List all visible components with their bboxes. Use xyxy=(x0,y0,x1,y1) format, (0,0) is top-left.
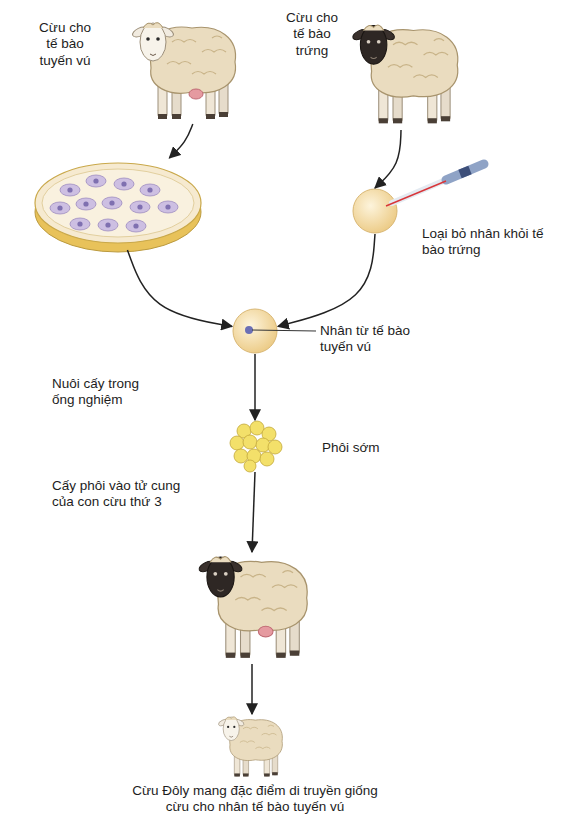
flow-arrow xyxy=(278,234,375,326)
node-label: Cừu cho tế bào tuyến vú xyxy=(34,20,96,69)
flow-arrow xyxy=(375,130,401,188)
blastomere xyxy=(268,440,282,454)
node-label: Nhân từ tế bào tuyến vú xyxy=(320,323,430,356)
mammary-cell xyxy=(140,184,160,196)
sheep-head xyxy=(218,717,245,741)
reconstructed-egg-node: Nhân từ tế bào tuyến vú xyxy=(232,308,278,354)
cell-nucleus xyxy=(109,200,114,205)
mammary-cell xyxy=(60,184,80,196)
mammary-cell xyxy=(126,220,146,232)
flow-arrow xyxy=(252,472,255,552)
cell-nucleus xyxy=(105,222,110,227)
pipette xyxy=(386,164,484,206)
early-embryo-node: Phôi sớm xyxy=(228,420,282,472)
cell-nucleus xyxy=(133,223,138,228)
mammary-cell xyxy=(158,201,178,213)
dolly-lamb-node: Cừu Đôly mang đặc điểm di truyền giống c… xyxy=(212,714,292,776)
node-label: Loại bỏ nhân khỏi tế bào trứng xyxy=(422,226,544,259)
cell-group xyxy=(50,175,178,232)
cell-nucleus xyxy=(77,221,82,226)
cell-nucleus xyxy=(121,181,126,186)
sheep-udder xyxy=(258,626,273,637)
mammary-cell xyxy=(86,175,106,187)
pipette-needle xyxy=(386,181,446,206)
egg-donor-sheep-node: Cừu cho tế bào trứng xyxy=(342,2,460,130)
petri-dish xyxy=(35,163,201,252)
egg-donor-sheep xyxy=(351,25,458,123)
pipette-body xyxy=(446,164,484,180)
cell-nucleus xyxy=(67,187,72,192)
sheep-head xyxy=(351,25,396,64)
flow-arrow xyxy=(127,250,232,326)
cell-nucleus xyxy=(93,178,98,183)
node-label: Cừu Đôly mang đặc điểm di truyền giống c… xyxy=(130,783,380,816)
sheep-udder xyxy=(189,89,203,99)
blastomere xyxy=(244,460,256,472)
donor-sheep-node: Cừu cho tế bào tuyến vú xyxy=(122,2,240,124)
mammary-cell xyxy=(70,218,90,230)
early-embryo xyxy=(230,421,282,472)
nucleus-group xyxy=(57,178,170,228)
cell-nucleus xyxy=(147,187,152,192)
step-label: Nuôi cấy trong ống nghiệm xyxy=(52,376,164,409)
step-label: Cấy phôi vào tử cung của con cừu thứ 3 xyxy=(52,478,200,511)
donor-sheep xyxy=(131,23,235,119)
blastomere xyxy=(230,436,244,450)
reconstructed-egg xyxy=(233,309,277,353)
cell-nucleus xyxy=(83,201,88,206)
blastomere xyxy=(260,452,274,466)
cell-nucleus xyxy=(137,204,142,209)
flow-arrow xyxy=(251,664,253,714)
sheep-head xyxy=(131,23,175,61)
surrogate-sheep-node xyxy=(188,552,316,664)
dish-medium xyxy=(42,169,194,237)
mammary-cell xyxy=(114,178,134,190)
petri-dish-node xyxy=(35,158,203,250)
flow-arrow xyxy=(254,354,256,420)
egg-cell-node: Loại bỏ nhân khỏi tế bào trứng xyxy=(352,188,398,234)
cell-nucleus xyxy=(165,204,170,209)
flow-arrow xyxy=(169,124,192,158)
dish-top xyxy=(35,163,201,243)
mammary-cell xyxy=(50,202,70,214)
mammary-cell xyxy=(130,201,150,213)
egg-cell xyxy=(353,189,397,233)
dolly-lamb xyxy=(218,717,283,777)
node-label: Cừu cho tế bào trứng xyxy=(281,10,343,59)
surrogate-sheep xyxy=(198,557,308,658)
leader-line xyxy=(252,330,316,331)
blastomere xyxy=(243,435,257,449)
donor-nucleus xyxy=(245,326,253,334)
pipette-band xyxy=(460,170,470,174)
mammary-cell xyxy=(98,219,118,231)
cell-nucleus xyxy=(57,205,62,210)
blastomere xyxy=(234,449,248,463)
mammary-cell xyxy=(102,197,122,209)
mammary-cell xyxy=(76,198,96,210)
sheep-head xyxy=(198,557,244,597)
node-label: Phôi sớm xyxy=(322,440,422,456)
